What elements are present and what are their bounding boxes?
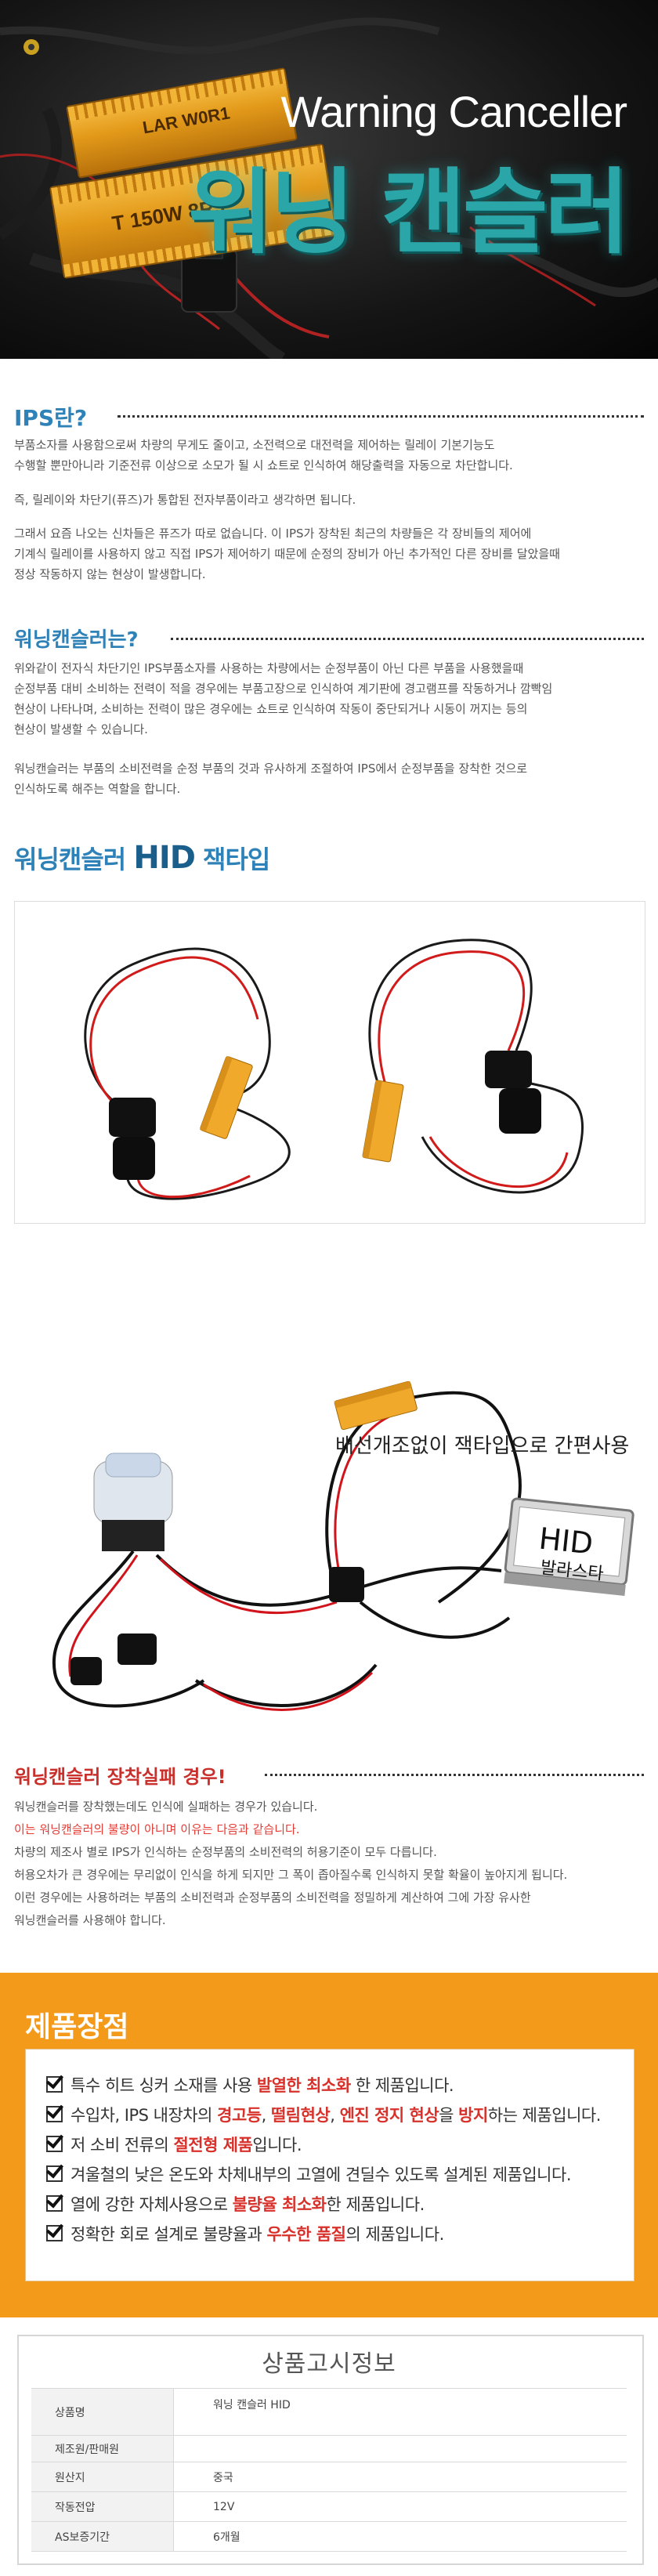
table-cell-value: 12V bbox=[173, 2491, 627, 2522]
feature-item: 특수 히트 싱커 소재를 사용 발열한 최소화 한 제품입니다. bbox=[46, 2073, 454, 2097]
table-cell-key: 작동전압 bbox=[31, 2491, 174, 2522]
feature-item: 정확한 회로 설계로 불량율과 우수한 품질의 제품입니다. bbox=[46, 2222, 444, 2245]
warning-heading-divider bbox=[171, 638, 644, 640]
table-cell-key: 원산지 bbox=[31, 2462, 174, 2492]
checkbox-check-icon bbox=[46, 2136, 63, 2152]
ips-heading-divider bbox=[118, 415, 644, 418]
ips-paragraph-3: 그래서 요즘 나오는 신차들은 퓨즈가 따로 없습니다. 이 IPS가 장착된 … bbox=[14, 526, 560, 581]
table-row: AS보증기간 6개월 bbox=[31, 2521, 627, 2552]
product-info-title: 상품고시정보 bbox=[262, 2350, 396, 2378]
table-cell-key: 제조원/판매원 bbox=[31, 2435, 174, 2462]
features-box: 특수 히트 싱커 소재를 사용 발열한 최소화 한 제품입니다. 수입차, IP… bbox=[25, 2049, 634, 2281]
hid-section-title: 워닝캔슬러 HID 잭타입 bbox=[14, 840, 270, 876]
table-row: 제조원/판매원 bbox=[31, 2435, 627, 2462]
table-cell-value bbox=[173, 2435, 627, 2462]
warning-paragraph-1: 위와같이 전자식 차단기인 IPS부품소자를 사용하는 차량에서는 순정부품이 … bbox=[14, 661, 553, 736]
ips-paragraph-1: 부품소자를 사용함으로써 차량의 무게도 줄이고, 소전력으로 대전력을 제어하… bbox=[14, 438, 513, 472]
product-info-table: 상품명 워닝 캔슬러 HID 제조원/판매원 원산지 중국 작동전압 12V A… bbox=[31, 2388, 627, 2552]
hid-wiring-illustration bbox=[52, 1380, 634, 1711]
table-cell-value: 6개월 bbox=[173, 2521, 627, 2552]
table-row: 원산지 중국 bbox=[31, 2462, 627, 2492]
warning-paragraph-2: 워닝캔슬러는 부품의 소비전력을 순정 부품의 것과 유사하게 조절하여 IPS… bbox=[14, 762, 528, 796]
product-photo-cancellers bbox=[14, 901, 645, 1224]
ips-heading: IPS란? bbox=[14, 405, 88, 431]
hero-banner: LAR W0R1 T 150W 8RJ Warning Canceller 워닝… bbox=[0, 0, 658, 359]
hero-title-ko: 워닝 캔슬러 bbox=[188, 158, 630, 266]
fail-paragraph: 워닝캔슬러를 장착했는데도 인식에 실패하는 경우가 있습니다. 이는 워닝캔슬… bbox=[14, 1800, 568, 1927]
resistor-top-label: LAR W0R1 bbox=[141, 103, 232, 138]
feature-item: 열에 강한 자체사용으로 불량율 최소화한 제품입니다. bbox=[46, 2192, 425, 2216]
features-title: 제품장점 bbox=[25, 2011, 129, 2043]
hero-title-en: Warning Canceller bbox=[280, 87, 627, 136]
ips-paragraph-2: 즉, 릴레이와 차단기(퓨즈)가 통합된 전자부품이라고 생각하면 됩니다. bbox=[14, 493, 356, 507]
table-cell-value: 중국 bbox=[173, 2462, 627, 2492]
warning-heading: 워닝캔슬러는? bbox=[14, 628, 139, 652]
checkbox-check-icon bbox=[46, 2225, 63, 2241]
installation-caption: 배선개조없이 잭타입으로 간편사용 bbox=[335, 1435, 630, 1458]
table-cell-key: 상품명 bbox=[31, 2388, 174, 2436]
checkbox-check-icon bbox=[46, 2076, 63, 2093]
fail-heading: 워닝캔슬러 장착실패 경우! bbox=[14, 1766, 226, 1788]
checkbox-check-icon bbox=[46, 2195, 63, 2212]
table-row: 작동전압 12V bbox=[31, 2491, 627, 2522]
checkbox-check-icon bbox=[46, 2165, 63, 2182]
installation-photo: HID 발라스타 bbox=[0, 1367, 658, 1743]
feature-item: 저 소비 전류의 절전형 제품입니다. bbox=[46, 2133, 302, 2156]
feature-item: 수입차, IPS 내장차의 경고등, 떨림현상, 엔진 정지 현상을 방지하는 … bbox=[46, 2103, 601, 2126]
table-cell-key: AS보증기간 bbox=[31, 2521, 174, 2552]
checkbox-check-icon bbox=[46, 2106, 63, 2122]
canceller-pair-illustration bbox=[84, 939, 584, 1200]
fail-heading-divider bbox=[265, 1774, 644, 1776]
table-row: 상품명 워닝 캔슬러 HID bbox=[31, 2388, 627, 2436]
feature-item: 겨울철의 낮은 온도와 차체내부의 고열에 견딜수 있도록 설계된 제품입니다. bbox=[46, 2162, 572, 2186]
table-cell-value: 워닝 캔슬러 HID bbox=[173, 2388, 627, 2436]
